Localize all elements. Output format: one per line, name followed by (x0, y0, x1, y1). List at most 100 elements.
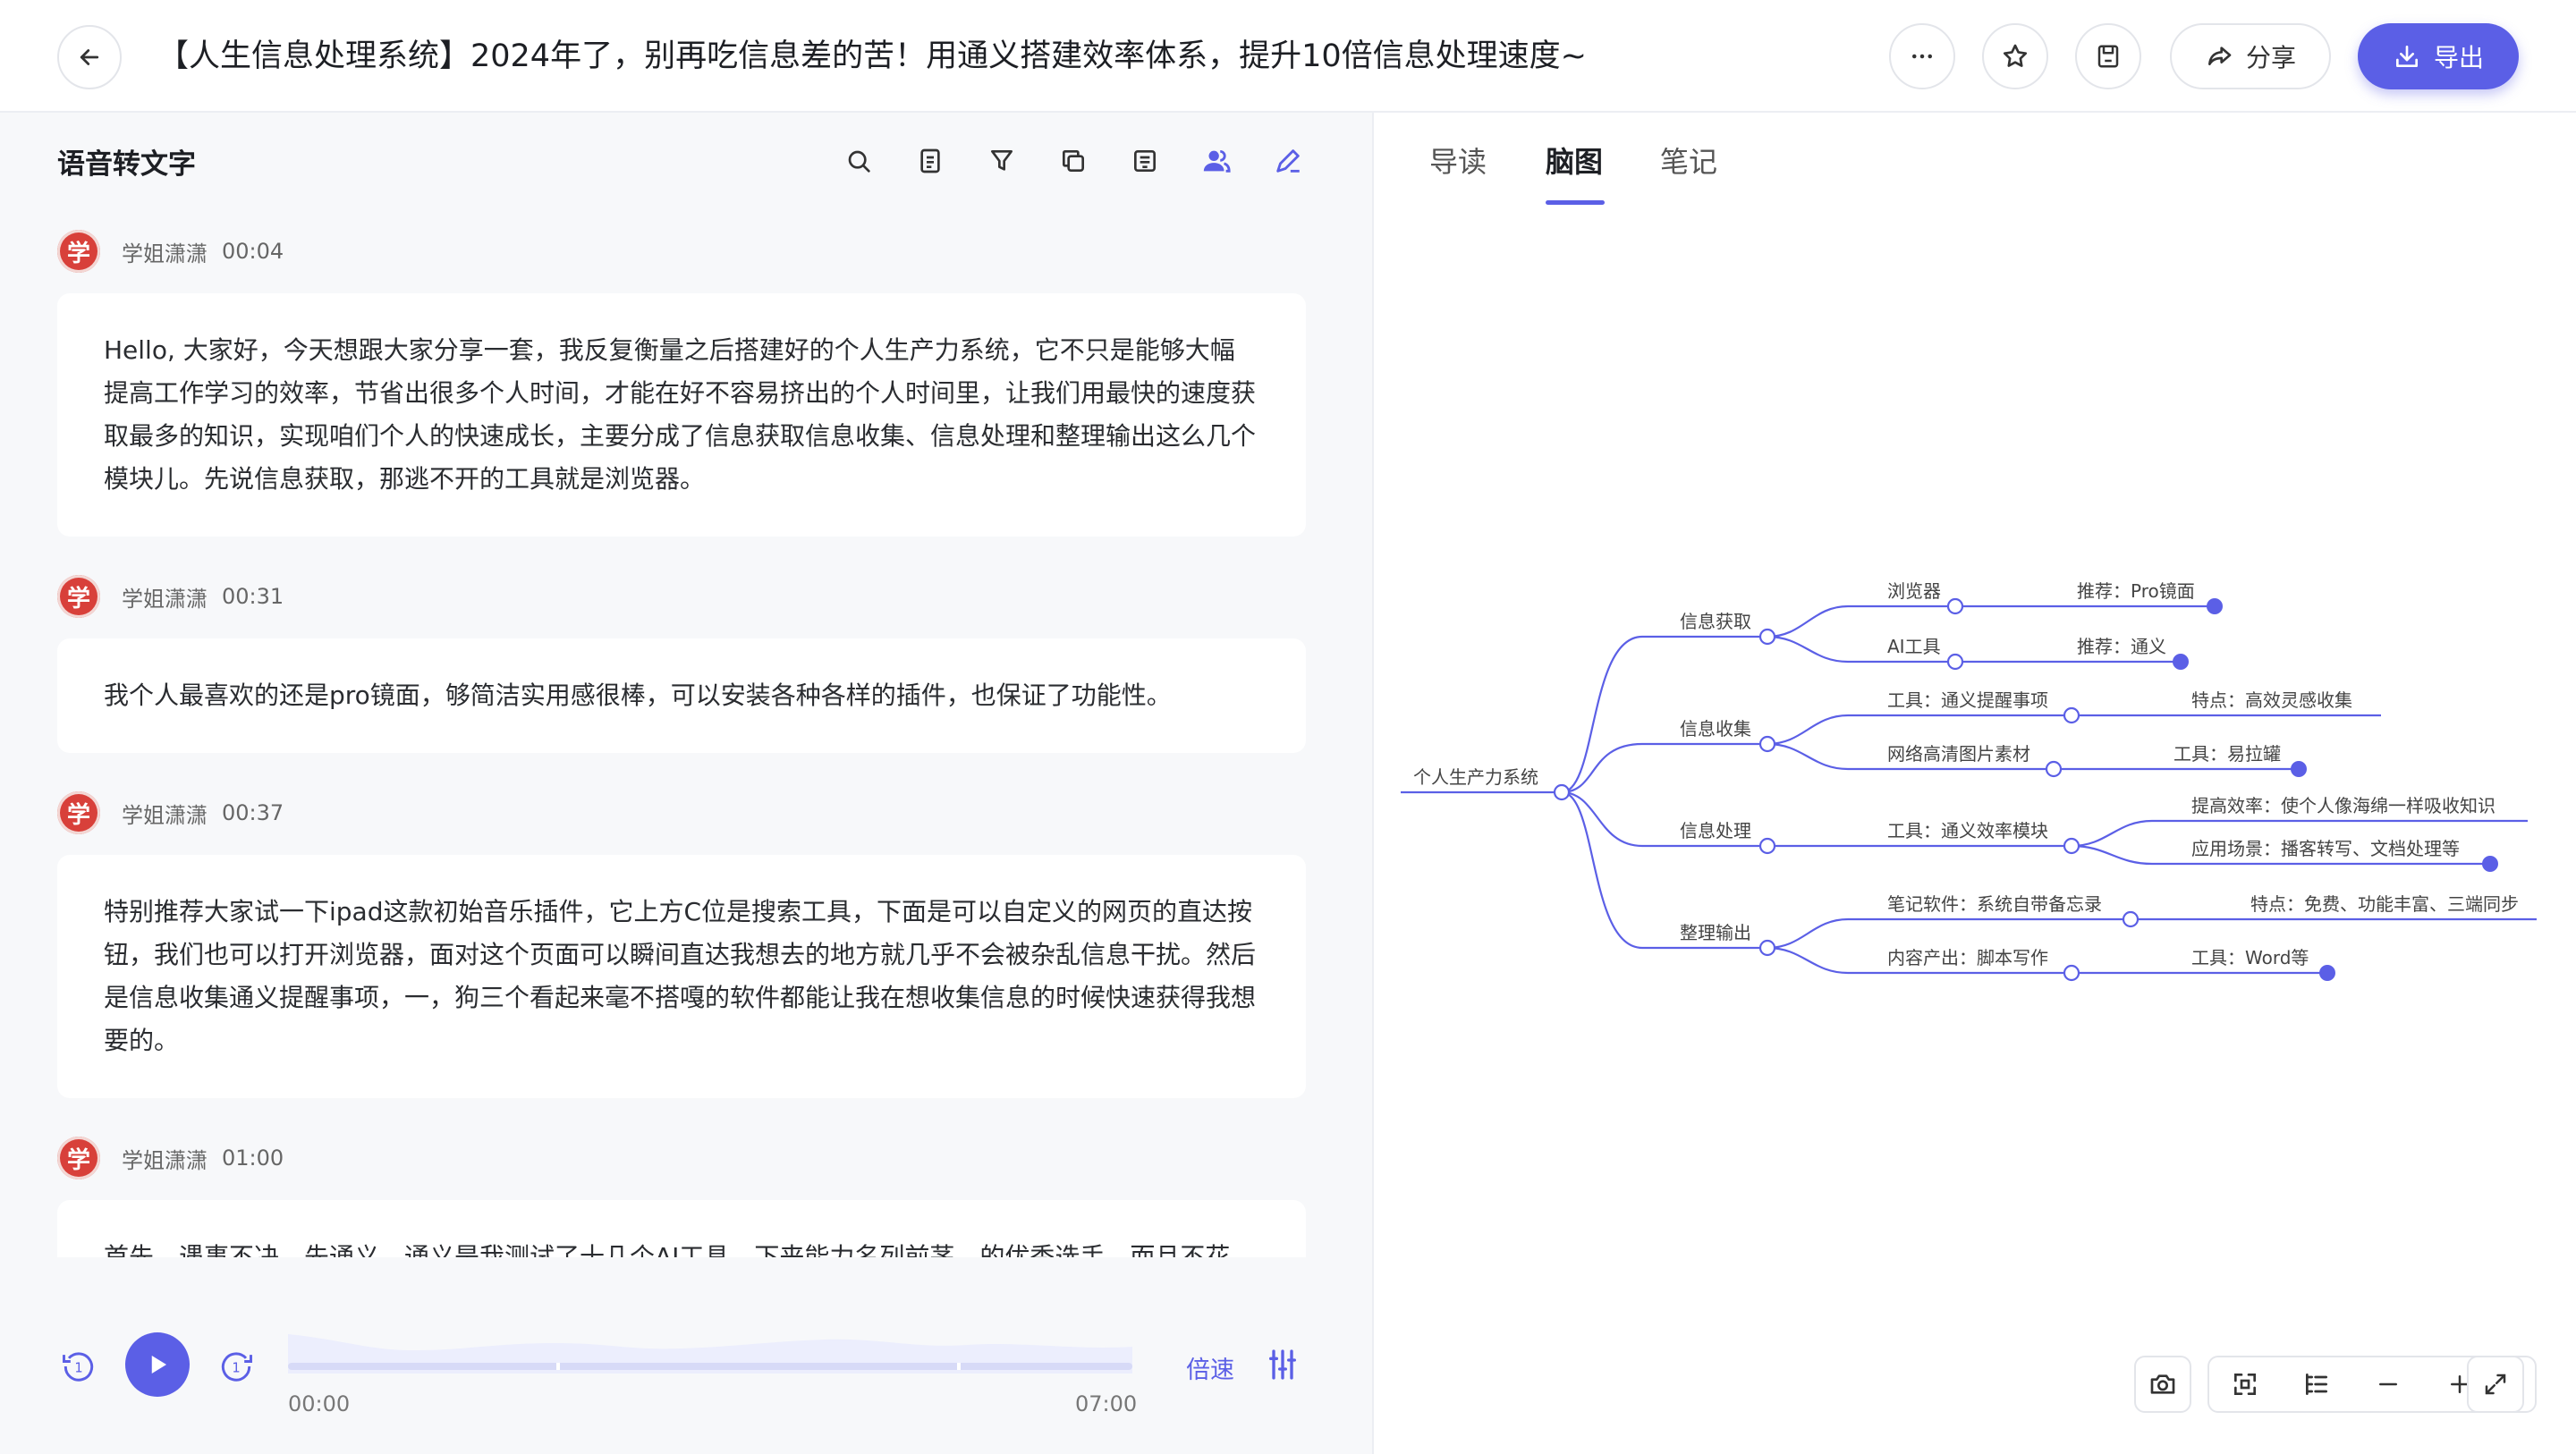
mindmap-leaf[interactable]: 特点：高效灵感收集 (2191, 689, 2352, 711)
minus-icon (2379, 1382, 2397, 1386)
segment-time[interactable]: 00:37 (222, 800, 284, 825)
play-icon (151, 1356, 166, 1374)
ai-edit-tool-button[interactable] (1268, 141, 1308, 181)
mindmap-node-l1[interactable]: 整理输出 (1680, 922, 1751, 943)
speaker-name[interactable]: 学姐潇潇 (122, 241, 208, 266)
segment-time[interactable]: 01:00 (222, 1145, 284, 1171)
document-tool-button[interactable] (911, 141, 950, 181)
mindmap-leaf[interactable]: 工具：易拉罐 (2174, 743, 2281, 765)
play-button[interactable] (125, 1332, 190, 1397)
avatar: 学 (57, 230, 100, 273)
speaker-name[interactable]: 学姐潇潇 (122, 802, 208, 828)
active-tab-indicator (1546, 200, 1605, 205)
mindmap-node-l2[interactable]: 网络高清图片素材 (1887, 743, 2030, 765)
mindmap-node-l2[interactable]: AI工具 (1887, 636, 1941, 657)
pen-ai-icon (1276, 149, 1300, 173)
copy-icon (1063, 150, 1084, 172)
download-icon (2395, 46, 2418, 67)
expand-icon (2485, 1374, 2506, 1395)
avatar: 学 (57, 575, 100, 618)
more-horizontal-icon (1912, 54, 1932, 59)
transcript-segment: 学 学姐潇潇 00:31 我个人最喜欢的还是pro镜面，够简洁实用感很棒，可以安… (57, 574, 1306, 753)
mindmap-node-l1[interactable]: 信息获取 (1680, 611, 1751, 632)
save-button[interactable] (2075, 23, 2141, 89)
current-time: 00:00 (288, 1391, 351, 1416)
forward-15-button[interactable]: 1 (216, 1347, 256, 1386)
speaker-name[interactable]: 学姐潇潇 (122, 586, 208, 612)
favorite-button[interactable] (1982, 23, 2048, 89)
segment-text[interactable]: Hello, 大家好，今天想跟大家分享一套，我反复衡量之后搭建好的个人生产力系统… (57, 293, 1306, 537)
search-icon (848, 150, 870, 173)
save-icon (2097, 45, 2119, 68)
star-icon (2003, 44, 2028, 67)
mindmap-node-l2[interactable]: 笔记软件：系统自带备忘录 (1887, 893, 2102, 915)
segment-time[interactable]: 00:31 (222, 584, 284, 609)
zoom-out-button[interactable] (2352, 1357, 2424, 1411)
transcript-segment: 学 学姐潇潇 00:37 特别推荐大家试一下ipad这款初始音乐插件，它上方C位… (57, 790, 1306, 1098)
mindmap-panel: 导读 脑图 笔记 (1372, 113, 2576, 1454)
mindmap-node-l2[interactable]: 浏览器 (1887, 580, 1941, 602)
mindmap-leaf[interactable]: 推荐：通义 (2077, 636, 2166, 657)
arrow-left-icon (80, 49, 99, 65)
tab-notes[interactable]: 笔记 (1660, 145, 1718, 179)
search-tool-button[interactable] (839, 141, 878, 181)
segment-text[interactable]: 我个人最喜欢的还是pro镜面，够简洁实用感很棒，可以安装各种各样的插件，也保证了… (57, 638, 1306, 753)
mindmap-leaf[interactable]: 提高效率：使个人像海绵一样吸收知识 (2191, 795, 2496, 816)
copy-tool-button[interactable] (1054, 141, 1093, 181)
filter-icon (991, 150, 1013, 171)
mindmap-canvas[interactable]: 个人生产力系统 信息获取 信息收集 信息处理 整理输出 浏览器 AI工具 工具：… (1374, 113, 2576, 1454)
share-label: 分享 (2245, 43, 2296, 72)
total-time: 07:00 (1075, 1391, 1138, 1416)
users-icon (1203, 149, 1231, 173)
filter-tool-button[interactable] (982, 141, 1021, 181)
subtitle-icon (1134, 150, 1156, 172)
subtitle-tool-button[interactable] (1125, 141, 1165, 181)
mindmap-node-l2[interactable]: 内容产出：脚本写作 (1887, 947, 2048, 968)
mindmap-leaf[interactable]: 应用场景：播客转写、文档处理等 (2191, 838, 2460, 859)
forward-icon: 1 (221, 1352, 252, 1382)
more-button[interactable] (1889, 23, 1955, 89)
audio-settings-button[interactable] (1265, 1347, 1301, 1382)
segment-text[interactable]: 特别推荐大家试一下ipad这款初始音乐插件，它上方C位是搜索工具，下面是可以自定… (57, 855, 1306, 1098)
playback-speed-button[interactable]: 倍速 (1186, 1357, 1234, 1384)
rewind-15-button[interactable]: 1 (59, 1347, 98, 1386)
transcript-panel: 语音转文字 学 学姐潇潇 00:04 Hello, 大家好，今天想跟大家分享一套… (0, 113, 1372, 1454)
segment-time[interactable]: 00:04 (222, 239, 284, 264)
avatar: 学 (57, 1137, 100, 1179)
tab-guide[interactable]: 导读 (1429, 145, 1487, 179)
screenshot-control (2134, 1356, 2191, 1413)
mindmap-node-l1[interactable]: 信息处理 (1680, 820, 1751, 841)
mindmap-node-l2[interactable]: 工具：通义效率模块 (1887, 820, 2048, 841)
speaker-tool-button[interactable] (1197, 141, 1236, 181)
mindmap-leaf[interactable]: 工具：Word等 (2191, 947, 2309, 968)
screenshot-button[interactable] (2136, 1357, 2190, 1411)
speaker-name[interactable]: 学姐潇潇 (122, 1147, 208, 1173)
share-button[interactable]: 分享 (2170, 23, 2331, 89)
fit-view-icon (2234, 1374, 2256, 1395)
zoom-in-button[interactable] (2424, 1357, 2496, 1411)
equalizer-icon (1269, 1349, 1296, 1380)
mindmap-leaf[interactable]: 推荐：Pro镜面 (2077, 580, 2195, 602)
mindmap-node-l2[interactable]: 工具：通义提醒事项 (1887, 689, 2048, 711)
export-button[interactable]: 导出 (2358, 23, 2519, 89)
avatar: 学 (57, 791, 100, 834)
export-label: 导出 (2433, 43, 2484, 72)
rewind-icon: 1 (63, 1352, 94, 1382)
document-icon (920, 148, 940, 173)
outline-view-button[interactable] (2281, 1357, 2352, 1411)
mindmap-root[interactable]: 个人生产力系统 (1413, 766, 1538, 788)
segment-text[interactable]: 首先，遇事不决，先通义。通义是我测试了十几个AI工具，下来能力名列前茅，的优秀选… (57, 1200, 1306, 1257)
transcript-segment: 学 学姐潇潇 01:00 首先，遇事不决，先通义。通义是我测试了十几个AI工具，… (57, 1136, 1306, 1257)
transcript-title: 语音转文字 (57, 148, 196, 181)
svg-text:1: 1 (74, 1360, 82, 1375)
mindmap-leaf[interactable]: 特点：免费、功能丰富、三端同步 (2250, 893, 2519, 915)
fullscreen-button[interactable] (2469, 1357, 2522, 1411)
svg-text:1: 1 (232, 1360, 240, 1375)
tab-mindmap[interactable]: 脑图 (1546, 145, 1604, 179)
mindmap-node-l1[interactable]: 信息收集 (1680, 718, 1751, 740)
back-button[interactable] (57, 25, 122, 89)
audio-waveform-scrubber[interactable] (288, 1323, 1132, 1374)
fit-view-button[interactable] (2209, 1357, 2281, 1411)
page-title: 【人生信息处理系统】2024年了，别再吃信息差的苦！用通义搭建效率体系，提升10… (157, 38, 1587, 74)
transcript-segment: 学 学姐潇潇 00:04 Hello, 大家好，今天想跟大家分享一套，我反复衡量… (57, 229, 1306, 537)
